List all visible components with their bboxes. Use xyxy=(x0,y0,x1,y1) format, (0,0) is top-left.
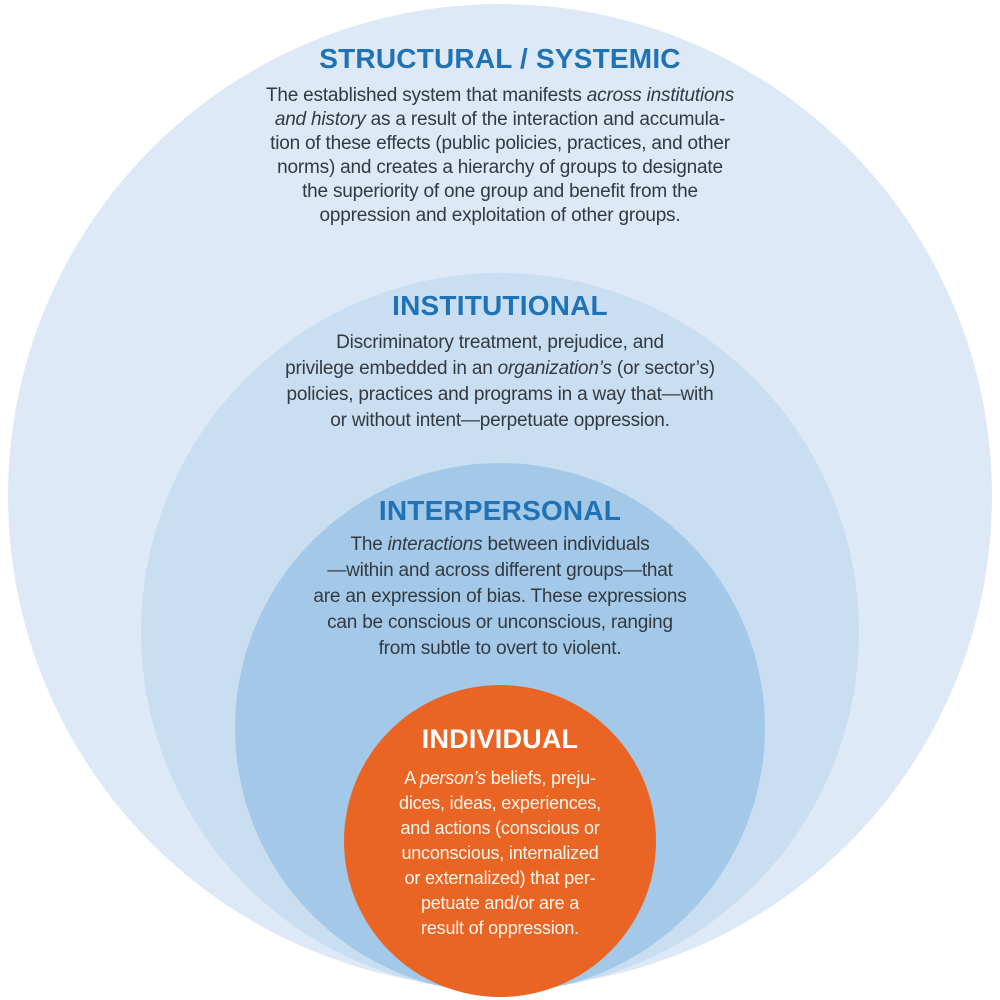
interpersonal-section: INTERPERSONAL The interactions between i… xyxy=(255,496,745,662)
individual-description: A person’s beliefs, preju-dices, ideas, … xyxy=(399,768,601,938)
institutional-section: INSTITUTIONAL Discriminatory treatment, … xyxy=(210,291,790,434)
individual-section: INDIVIDUAL A person’s beliefs, preju-dic… xyxy=(352,724,648,941)
individual-title: INDIVIDUAL xyxy=(421,724,579,754)
structural-systemic-section: STRUCTURAL / SYSTEMIC The established sy… xyxy=(185,44,815,228)
interpersonal-description: The interactions between individuals—wit… xyxy=(313,534,687,659)
structural-systemic-title: STRUCTURAL / SYSTEMIC xyxy=(319,43,681,74)
interpersonal-title: INTERPERSONAL xyxy=(378,495,622,526)
structural-systemic-description: The established system that manifests ac… xyxy=(265,85,735,226)
individual-circle xyxy=(344,685,656,997)
institutional-title: INSTITUTIONAL xyxy=(392,290,608,321)
institutional-description: Discriminatory treatment, prejudice, and… xyxy=(285,332,715,431)
